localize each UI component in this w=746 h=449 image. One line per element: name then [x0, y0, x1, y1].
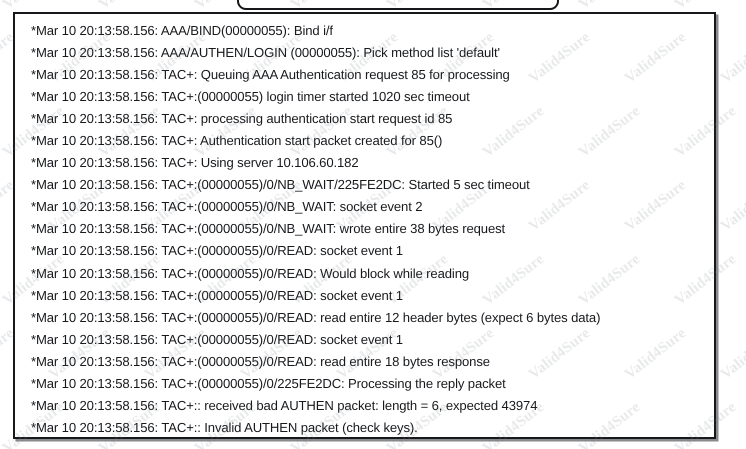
log-line: *Mar 10 20:13:58.156: AAA/BIND(00000055)… — [31, 23, 333, 38]
log-line: *Mar 10 20:13:58.156: TAC+:(00000055)/0/… — [31, 265, 470, 281]
log-line: *Mar 10 20:13:58.156: TAC+:(00000055)/0/… — [31, 199, 423, 215]
log-line: *Mar 10 20:13:58.156: AAA/AUTHEN/LOGIN (… — [31, 45, 500, 61]
log-line: *Mar 10 20:13:58.156: TAC+:(00000055)/0/… — [31, 309, 601, 325]
clipped-dialog-above — [237, 0, 559, 10]
log-line: *Mar 10 20:13:58.156: TAC+:(00000055)/0/… — [31, 221, 506, 237]
watermark-text: Valid4Sure — [718, 29, 746, 87]
log-line: *Mar 10 20:13:58.156: TAC+:(00000055)/0/… — [31, 287, 403, 303]
log-line: *Mar 10 20:13:58.156: TAC+:(00000055)/0/… — [31, 353, 490, 369]
log-line: *Mar 10 20:13:58.156: TAC+: processing a… — [31, 111, 453, 127]
log-line: *Mar 10 20:13:58.156: TAC+:(00000055)/0/… — [31, 243, 403, 259]
log-line: *Mar 10 20:13:58.156: TAC+:(00000055)/0/… — [31, 375, 506, 391]
log-line: *Mar 10 20:13:58.156: TAC+:(00000055) lo… — [31, 89, 470, 105]
watermark-text: Valid4Sure — [718, 325, 746, 383]
log-line: *Mar 10 20:13:58.156: TAC+:: received ba… — [31, 397, 538, 413]
log-line: *Mar 10 20:13:58.156: TAC+:(00000055)/0/… — [31, 331, 403, 347]
log-line: *Mar 10 20:13:58.156: TAC+:(00000055)/0/… — [31, 177, 530, 193]
watermark-text: Valid4Sure — [718, 177, 746, 235]
debug-log-console: *Mar 10 20:13:58.156: AAA/BIND(00000055)… — [13, 12, 716, 439]
log-line: *Mar 10 20:13:58.156: TAC+: Authenticati… — [31, 133, 443, 149]
log-line: *Mar 10 20:13:58.156: TAC+: Queuing AAA … — [31, 67, 510, 83]
log-line: *Mar 10 20:13:58.156: TAC+:: Invalid AUT… — [31, 419, 418, 435]
log-line: *Mar 10 20:13:58.156: TAC+: Using server… — [31, 155, 359, 171]
log-line-list: *Mar 10 20:13:58.156: AAA/BIND(00000055)… — [31, 20, 710, 439]
